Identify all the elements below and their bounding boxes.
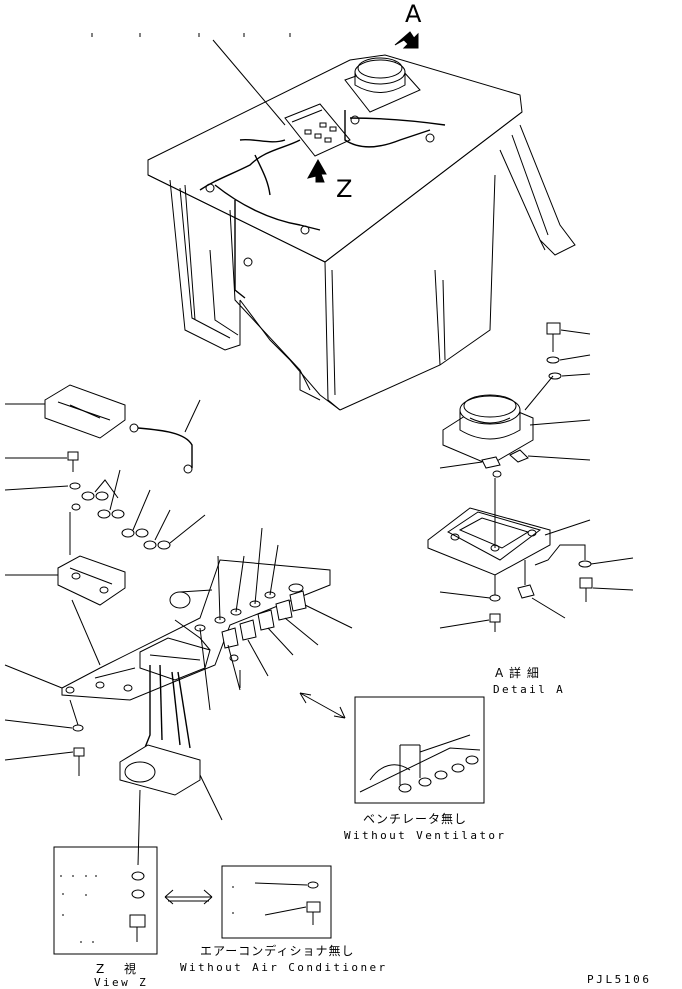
double-arrow-aircon [164,889,213,905]
wire-lead [129,399,201,474]
inset-without-aircon [221,865,332,939]
inset-view-z [53,846,158,955]
view-z-letter: Z [336,175,353,203]
bolt-left-2 [4,747,85,776]
lower-harness [119,664,223,866]
view-a-arrow [394,31,419,49]
washer-left-1 [4,482,81,491]
without-ventilator-title-en: Without Ventilator [344,829,507,842]
cover-part [5,384,126,439]
connectors [194,527,353,711]
drawing-code: PJL5106 [587,973,652,986]
roof-wiring-harness [199,110,446,299]
without-ventilator-title-ja: ベンチレータ無し [363,812,468,826]
view-z-title-en: View Z [94,976,149,989]
cab-body [147,54,576,411]
view-z-arrow [307,158,327,183]
view-z-title-ja: Z 視 [96,962,138,976]
without-aircon-title-en: Without Air Conditioner [180,961,388,974]
view-a-letter: A [405,0,422,28]
double-arrow-ventilator [299,692,346,719]
top-leader-lines [91,33,291,126]
without-aircon-title-ja: エアーコンディショナ無し [200,944,355,958]
detail-a-title-ja: A 詳 細 [495,666,540,680]
ventilator-unit [344,57,421,113]
bracket-plate [4,559,331,701]
washer-left-2 [4,699,84,732]
bolt-left-1 [5,451,79,472]
switch-panel [284,103,351,157]
detail-a-parts [427,322,634,632]
detail-a-title-en: Detail A [493,683,566,696]
switch-housing [5,512,126,606]
inset-without-ventilator [354,696,485,804]
small-plates [71,469,206,550]
